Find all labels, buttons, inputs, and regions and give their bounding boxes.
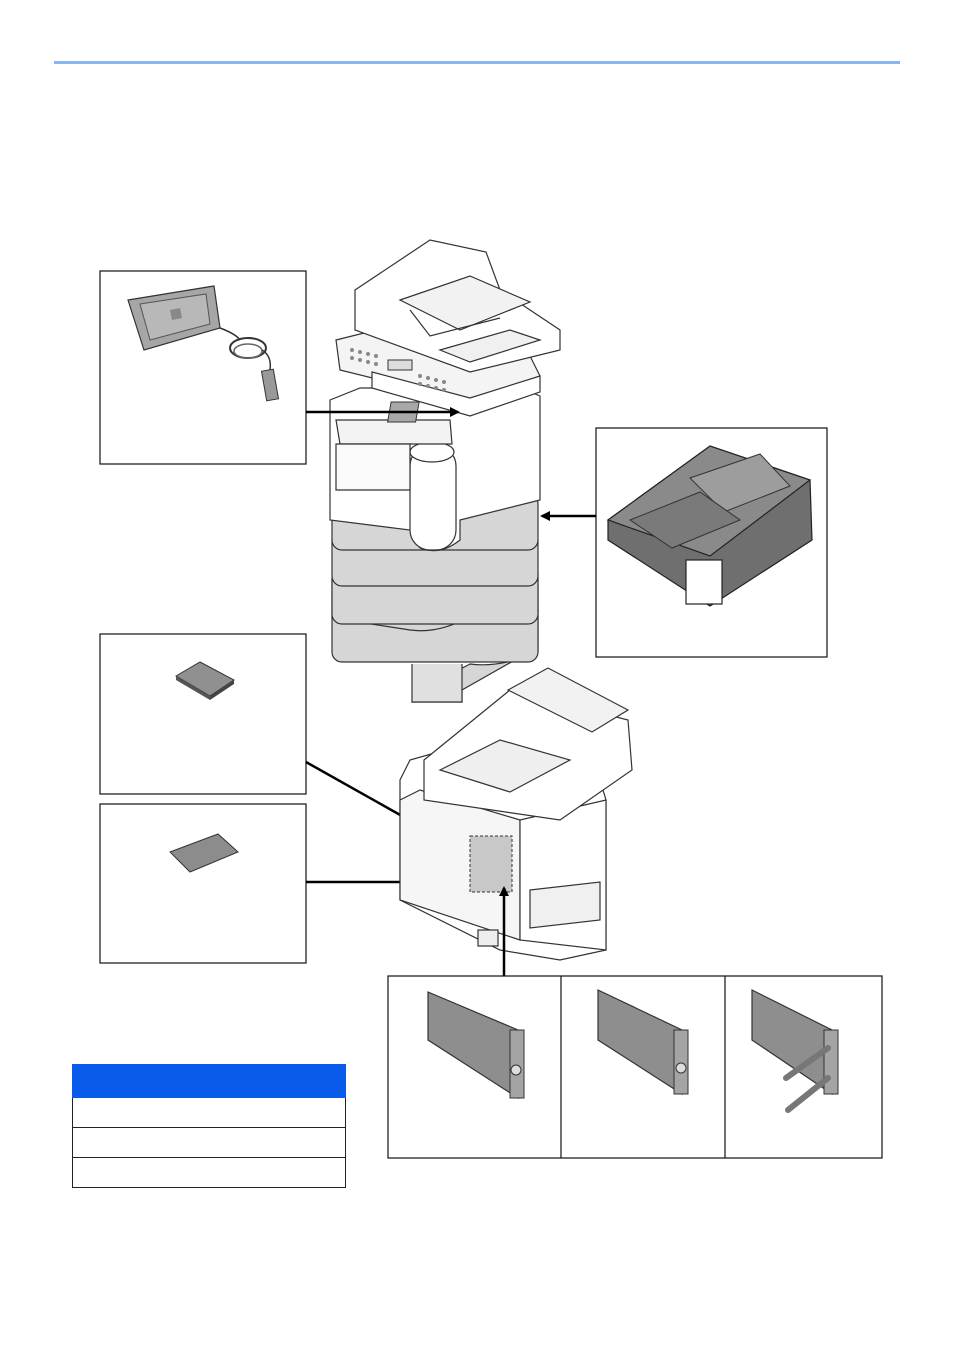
wireless-interface-card-icon — [751, 989, 839, 1113]
usb-card-reader-icon — [127, 285, 280, 402]
printer-rear-illustration — [399, 667, 633, 961]
sd-card-panel — [99, 633, 307, 795]
legend-row — [72, 1157, 346, 1188]
legend-row — [72, 1127, 346, 1158]
legend-header — [72, 1064, 346, 1098]
interface-slot-outline — [469, 835, 513, 893]
legend-table — [72, 1064, 346, 1188]
interface-card-icon — [427, 991, 525, 1100]
sd-card-icon — [175, 661, 235, 700]
interface-card-icon — [597, 989, 689, 1096]
memory-panel — [99, 803, 307, 964]
legend-row — [72, 1097, 346, 1128]
paper-feeder-icon — [606, 445, 813, 607]
printer-with-feeders-illustration — [329, 239, 561, 703]
memory-module-icon — [169, 833, 239, 873]
header-rule — [54, 61, 900, 64]
